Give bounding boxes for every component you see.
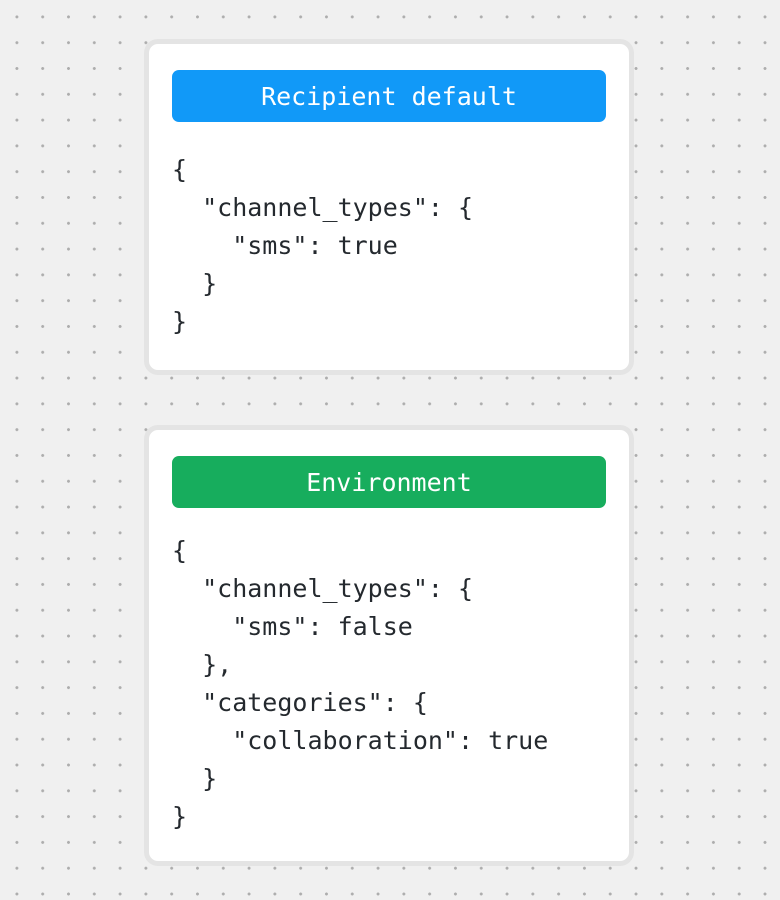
card-recipient-default: Recipient default { "channel_types": { "… (144, 39, 634, 375)
environment-json-code: { "channel_types": { "sms": false }, "ca… (172, 536, 549, 831)
recipient-default-badge: Recipient default (172, 70, 606, 122)
recipient-default-json-code: { "channel_types": { "sms": true } } (172, 155, 474, 336)
card-environment: Environment { "channel_types": { "sms": … (144, 425, 634, 866)
environment-badge: Environment (172, 456, 606, 508)
